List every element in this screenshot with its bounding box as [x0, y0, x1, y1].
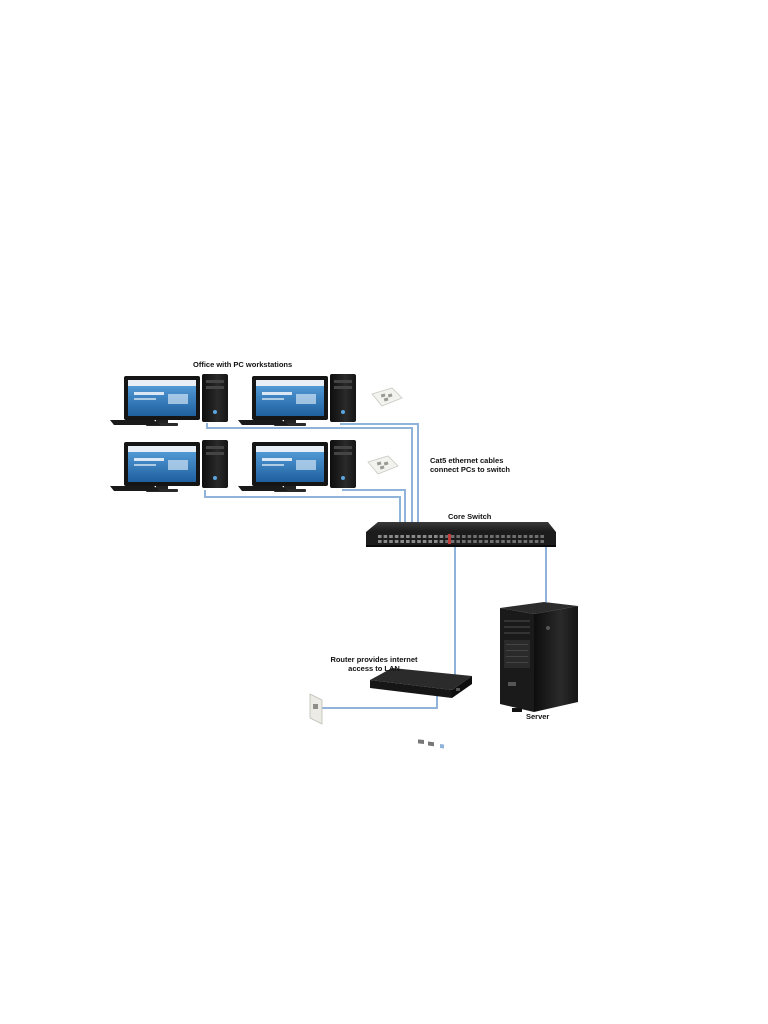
switch-port [456, 540, 460, 543]
switch-port [411, 540, 416, 543]
switch-port [445, 535, 449, 538]
switch-port [473, 535, 477, 538]
switch-port [394, 535, 399, 538]
switch-port [501, 535, 505, 538]
router-icon [370, 668, 472, 749]
switch-port [411, 535, 416, 538]
switch-port [378, 535, 382, 538]
wall-plate-icon [371, 387, 403, 407]
router-label: Router provides internet access to LAN [326, 655, 422, 673]
cables-label-line-2: connect PCs to switch [430, 465, 511, 474]
switch-port [439, 535, 444, 538]
switch-port [428, 535, 432, 538]
router-label-line-1: Router provides internet [330, 655, 418, 664]
switch-port [523, 535, 528, 538]
switch-port [456, 535, 460, 538]
switch-port [394, 540, 399, 543]
switch-port [512, 540, 516, 543]
cables-label: Cat5 ethernet cables connect PCs to swit… [430, 456, 510, 474]
switch-port [422, 535, 427, 538]
switch-port [490, 535, 494, 538]
switch-port [417, 540, 421, 543]
switch-port [518, 535, 522, 538]
switch-port [529, 535, 533, 538]
pc-workstation-icon [110, 440, 228, 492]
switch-port [484, 535, 488, 538]
switch-port [434, 540, 438, 543]
switch-port [450, 535, 455, 538]
switch-port [518, 540, 522, 543]
switch-port [406, 540, 410, 543]
switch-port [445, 540, 449, 543]
cables-label-line-1: Cat5 ethernet cables [430, 456, 504, 465]
switch-port [383, 540, 388, 543]
server-label: Server [526, 712, 550, 721]
pc-workstation-icon [238, 374, 356, 426]
switch-port [467, 540, 472, 543]
wall-jack-icon [309, 693, 323, 725]
switch-port [540, 535, 544, 538]
switch-port [417, 535, 421, 538]
router-label-line-2: access to LAN [348, 664, 400, 673]
switch-port [400, 535, 404, 538]
network-switch-icon [366, 522, 556, 547]
switch-port [506, 540, 511, 543]
switch-port [534, 535, 539, 538]
switch-port [529, 540, 533, 543]
switch-port [462, 535, 466, 538]
switch-indicator [448, 534, 451, 544]
switch-label: Core Switch [448, 512, 492, 521]
switch-port [422, 540, 427, 543]
switch-port [428, 540, 432, 543]
switch-port [534, 540, 539, 543]
pc-workstation-icon [110, 374, 228, 426]
switch-port [450, 540, 455, 543]
switch-port [506, 535, 511, 538]
wall-plate-icon [367, 455, 399, 475]
switch-port [389, 535, 393, 538]
switch-port [400, 540, 404, 543]
switch-port [434, 535, 438, 538]
switch-port [406, 535, 410, 538]
switch-port [462, 540, 466, 543]
switch-port [512, 535, 516, 538]
switch-port [467, 535, 472, 538]
cable-pc-1 [206, 423, 413, 538]
server-tower-icon [500, 602, 578, 712]
switch-port [540, 540, 544, 543]
cable-pc-3 [204, 490, 401, 538]
switch-port [501, 540, 505, 543]
switch-port [484, 540, 488, 543]
switch-port [378, 540, 382, 543]
switch-port [523, 540, 528, 543]
pc-workstation-icon [238, 440, 356, 492]
switch-port [389, 540, 393, 543]
switch-port [383, 535, 388, 538]
switch-port [473, 540, 477, 543]
switch-port [478, 535, 483, 538]
office-label: Office with PC workstations [193, 360, 293, 369]
switch-port [490, 540, 494, 543]
switch-port [439, 540, 444, 543]
switch-port [478, 540, 483, 543]
switch-port [495, 535, 500, 538]
cable-pc-2 [340, 423, 419, 538]
switch-port [495, 540, 500, 543]
switch-ports [378, 534, 544, 544]
